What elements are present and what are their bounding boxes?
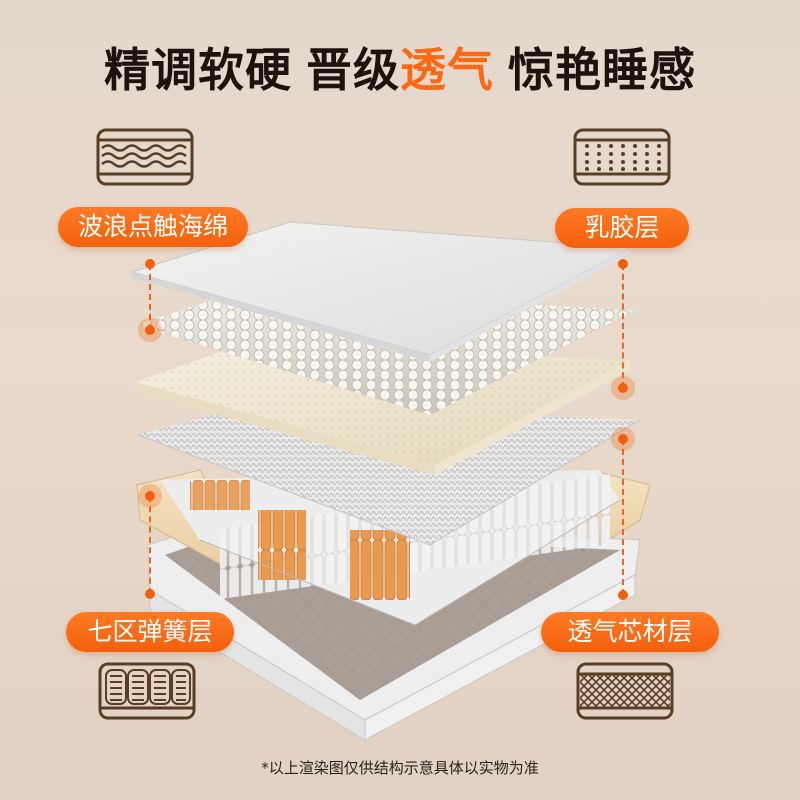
spring-layer	[136, 469, 651, 626]
wave-lines-icon	[96, 128, 194, 186]
wave-foam-layer	[135, 290, 635, 415]
headline-highlight: 透气	[400, 43, 494, 97]
leader-line-springs	[149, 496, 151, 594]
callout-dot	[145, 491, 155, 501]
callout-dot	[145, 259, 155, 269]
leader-line-latex	[622, 264, 624, 388]
label-wave-foam: 波浪点触海绵	[58, 207, 248, 247]
crosshatch-mesh-icon	[576, 662, 674, 720]
pocket-spring-icon	[98, 662, 196, 720]
callout-dot	[145, 589, 155, 599]
callout-dot	[145, 325, 155, 335]
headline-part2a: 晋级	[306, 43, 400, 97]
label-springs: 七区弹簧层	[66, 612, 234, 652]
headline-part3: 惊艳睡感	[508, 43, 696, 97]
disclaimer-footnote: *以上渲染图仅供结构示意具体以实物为准	[261, 759, 539, 777]
label-breathable-core: 透气芯材层	[541, 612, 719, 652]
dot-grid-icon	[573, 128, 671, 186]
leader-line-wave-foam	[149, 264, 151, 330]
label-latex: 乳胶层	[555, 208, 689, 248]
callout-dot	[618, 434, 628, 444]
headline: 精调软硬晋级透气惊艳睡感	[0, 34, 800, 100]
callout-dot	[618, 259, 628, 269]
callout-dot	[618, 590, 628, 600]
breathable-core-layer	[137, 405, 641, 546]
leader-line-breathable-core	[622, 439, 624, 595]
headline-part1: 精调软硬	[104, 43, 292, 97]
callout-dot	[618, 383, 628, 393]
